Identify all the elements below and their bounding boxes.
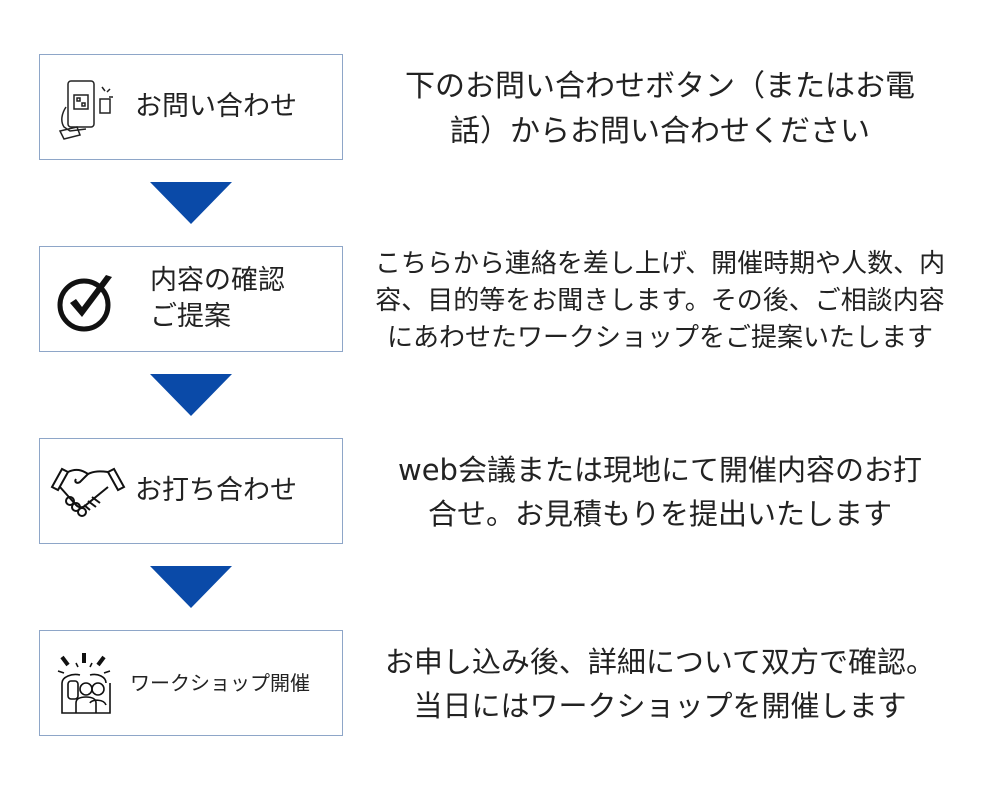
check-circle-icon xyxy=(57,275,112,332)
description-line: 合せ。お見積もりを提出いたします xyxy=(427,497,892,531)
step-4-box: ワークショップ開催 xyxy=(39,630,343,736)
step-1-description: 下のお問い合わせボタン（またはお電 話）からお問い合わせください xyxy=(355,64,965,154)
step-4-label: ワークショップ開催 xyxy=(130,670,310,695)
description-line: 話）からお問い合わせください xyxy=(450,114,870,149)
step-4-description: お申し込み後、詳細について双方で確認。 当日にはワークショップを開催します xyxy=(355,640,965,728)
description-line: web会議または現地にて開催内容のお打 xyxy=(398,453,922,487)
description-line: にあわせたワークショップをご提案いたします xyxy=(386,323,933,353)
step-2-label-line-2: ご提案 xyxy=(150,301,231,332)
description-line: 下のお問い合わせボタン（またはお電 xyxy=(405,69,915,104)
down-arrow-icon xyxy=(150,374,232,416)
description-line: お申し込み後、詳細について双方で確認。 xyxy=(384,645,936,679)
down-arrow-icon xyxy=(150,566,232,608)
step-1-label: お問い合わせ xyxy=(135,90,297,122)
step-3-description: web会議または現地にて開催内容のお打 合せ。お見積もりを提出いたします xyxy=(355,448,965,536)
smartphone-qr-icon xyxy=(58,80,113,140)
description-line: こちらから連絡を差し上げ、開催時期や人数、内 xyxy=(374,249,946,279)
step-2-description: こちらから連絡を差し上げ、開催時期や人数、内 容、目的等をお聞きします。その後、… xyxy=(355,246,965,357)
step-3-label: お打ち合わせ xyxy=(135,474,297,506)
step-1-box: お問い合わせ xyxy=(39,54,343,160)
down-arrow-icon xyxy=(150,182,232,224)
step-3-box: お打ち合わせ xyxy=(39,438,343,544)
celebrating-people-icon xyxy=(57,653,111,714)
description-line: 容、目的等をお聞きします。その後、ご相談内容 xyxy=(375,286,945,316)
handshake-icon xyxy=(50,467,126,517)
description-line: 当日にはワークショップを開催します xyxy=(413,689,907,723)
step-2-box: 内容の確認 ご提案 xyxy=(39,246,343,352)
step-2-label-line-1: 内容の確認 xyxy=(150,264,285,296)
